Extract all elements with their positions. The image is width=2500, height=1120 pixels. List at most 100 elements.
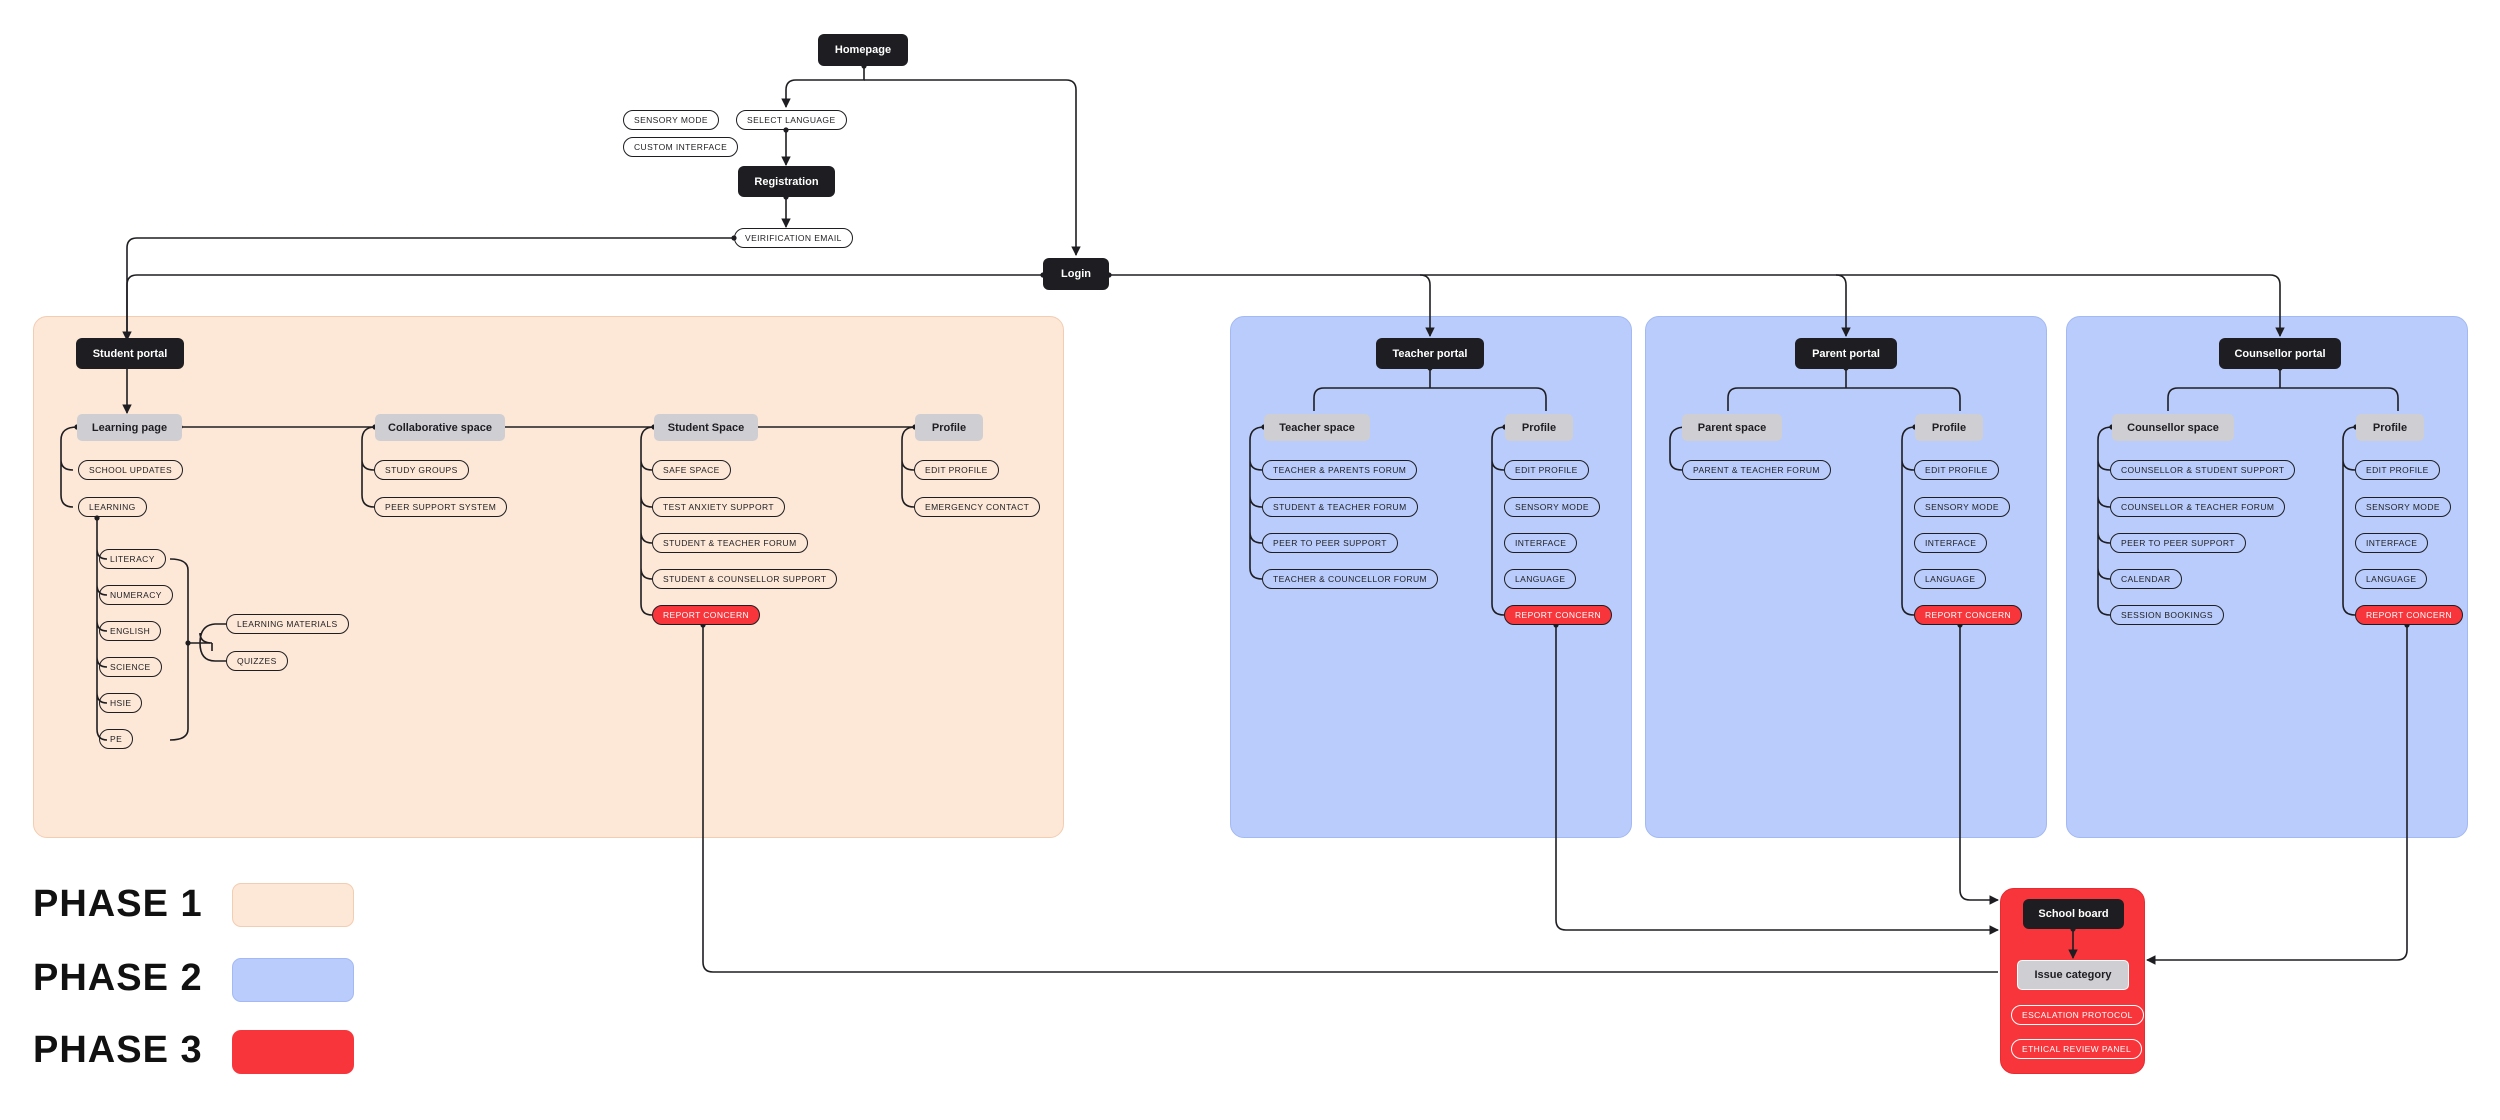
sensory-mode-option[interactable]: SENSORY MODE — [623, 110, 719, 130]
counsellor-region — [2066, 316, 2468, 838]
teacher-peer-support[interactable]: PEER TO PEER SUPPORT — [1262, 533, 1398, 553]
quizzes-item[interactable]: QUIZZES — [226, 651, 288, 671]
issue-category-node[interactable]: Issue category — [2017, 960, 2129, 990]
link-parent-report-board — [1959, 625, 1999, 905]
link-verification-student — [122, 237, 734, 341]
subject-literacy[interactable]: LITERACY — [99, 549, 166, 569]
parent-portal-node[interactable]: Parent portal — [1795, 338, 1897, 369]
subject-english[interactable]: ENGLISH — [99, 621, 162, 641]
parent-interface[interactable]: INTERFACE — [1914, 533, 1988, 553]
link-collab-items — [361, 426, 376, 508]
counsellor-teacher-forum[interactable]: COUNSELLOR & TEACHER FORUM — [2110, 497, 2286, 517]
counsellor-portal-node[interactable]: Counsellor portal — [2219, 338, 2341, 369]
learning-materials-item[interactable]: LEARNING MATERIALS — [226, 614, 349, 634]
verification-email-step[interactable]: VEIRIFICATION EMAIL — [734, 228, 853, 248]
teacher-profile-node[interactable]: Profile — [1505, 414, 1573, 441]
school-board-node[interactable]: School board — [2023, 899, 2124, 929]
parent-space-node[interactable]: Parent space — [1682, 414, 1782, 441]
teacher-sensory-mode[interactable]: SENSORY MODE — [1504, 497, 1600, 517]
link-login-portals — [1109, 274, 2285, 337]
legend-phase-1-label: PHASE 1 — [33, 883, 203, 925]
student-teacher-forum[interactable]: STUDENT & TEACHER FORUM — [1262, 497, 1418, 517]
parent-sensory-mode[interactable]: SENSORY MODE — [1914, 497, 2010, 517]
counsellor-profile-node[interactable]: Profile — [2356, 414, 2424, 441]
subject-hsie[interactable]: HSIE — [99, 693, 143, 713]
link-profile-items — [901, 426, 916, 508]
peer-support-item[interactable]: PEER SUPPORT SYSTEM — [374, 497, 508, 517]
student-profile-node[interactable]: Profile — [915, 414, 983, 441]
parent-profile-node[interactable]: Profile — [1915, 414, 1983, 441]
homepage-node[interactable]: Homepage — [818, 34, 908, 66]
teacher-interface[interactable]: INTERFACE — [1504, 533, 1578, 553]
counsellor-peer-support[interactable]: PEER TO PEER SUPPORT — [2110, 533, 2246, 553]
parent-language[interactable]: LANGUAGE — [1914, 569, 1987, 589]
link-learning-items — [60, 426, 78, 508]
legend-phase-3-label: PHASE 3 — [33, 1029, 203, 1071]
link-login-parent — [1835, 274, 1851, 337]
student-space-node[interactable]: Student Space — [654, 414, 758, 441]
counsellor-report-concern[interactable]: REPORT CONCERN — [2355, 605, 2464, 625]
subject-science[interactable]: SCIENCE — [99, 657, 162, 677]
parent-edit-profile[interactable]: EDIT PROFILE — [1914, 460, 1999, 480]
teacher-parents-forum[interactable]: TEACHER & PARENTS FORUM — [1262, 460, 1418, 480]
teacher-edit-profile[interactable]: EDIT PROFILE — [1504, 460, 1589, 480]
phase-1-region — [33, 316, 1064, 838]
link-parent-split — [1727, 368, 1961, 411]
emergency-contact-item[interactable]: EMERGENCY CONTACT — [914, 497, 1041, 517]
student-report-concern[interactable]: REPORT CONCERN — [652, 605, 761, 625]
custom-interface-option[interactable]: CUSTOM INTERFACE — [623, 137, 739, 157]
subject-pe[interactable]: PE — [99, 729, 134, 749]
parent-report-concern[interactable]: REPORT CONCERN — [1914, 605, 2023, 625]
legend-phase-3-swatch — [232, 1030, 354, 1074]
legend-phase-2-swatch — [232, 958, 354, 1002]
ethical-review-panel-item[interactable]: ETHICAL REVIEW PANEL — [2011, 1039, 2143, 1059]
counsellor-space-node[interactable]: Counsellor space — [2112, 414, 2234, 441]
student-counsellor-item[interactable]: STUDENT & COUNSELLOR SUPPORT — [652, 569, 838, 589]
login-node[interactable]: Login — [1043, 258, 1109, 290]
learning-item[interactable]: LEARNING — [78, 497, 147, 517]
link-counsellor-space-items — [2097, 426, 2113, 616]
teacher-language[interactable]: LANGUAGE — [1504, 569, 1577, 589]
select-language-option[interactable]: SELECT LANGUAGE — [736, 110, 847, 130]
test-anxiety-item[interactable]: TEST ANXIETY SUPPORT — [652, 497, 785, 517]
safe-space-item[interactable]: SAFE SPACE — [652, 460, 731, 480]
link-counsellor-report-board — [2146, 625, 2408, 965]
counsellor-calendar[interactable]: CALENDAR — [2110, 569, 2182, 589]
link-homepage-login — [864, 79, 1081, 256]
link-teacher-space-items — [1249, 426, 1265, 580]
registration-node[interactable]: Registration — [738, 166, 835, 197]
teacher-space-node[interactable]: Teacher space — [1264, 414, 1370, 441]
parent-teacher-forum[interactable]: PARENT & TEACHER FORUM — [1682, 460, 1831, 480]
student-edit-profile[interactable]: EDIT PROFILE — [914, 460, 999, 480]
school-updates-item[interactable]: SCHOOL UPDATES — [78, 460, 184, 480]
legend-phase-2-label: PHASE 2 — [33, 957, 203, 999]
link-parent-space-items — [1669, 426, 1687, 471]
link-teacher-profile-items — [1491, 426, 1506, 616]
student-portal-node[interactable]: Student portal — [76, 338, 184, 369]
link-parent-profile-items — [1901, 426, 1916, 616]
link-counsellor-profile-items — [2342, 426, 2357, 616]
link-homepage-language — [781, 66, 865, 108]
counsellor-interface[interactable]: INTERFACE — [2355, 533, 2429, 553]
counsellor-language[interactable]: LANGUAGE — [2355, 569, 2428, 589]
legend-phase-1-swatch — [232, 883, 354, 927]
counsellor-sensory-mode[interactable]: SENSORY MODE — [2355, 497, 2451, 517]
teacher-portal-node[interactable]: Teacher portal — [1376, 338, 1484, 369]
link-subjects-resources — [199, 623, 226, 662]
escalation-protocol-item[interactable]: ESCALATION PROTOCOL — [2011, 1005, 2144, 1025]
subject-numeracy[interactable]: NUMERACY — [99, 585, 173, 605]
counsellor-session-bookings[interactable]: SESSION BOOKINGS — [2110, 605, 2224, 625]
study-groups-item[interactable]: STUDY GROUPS — [374, 460, 469, 480]
link-student-report-board — [702, 625, 1998, 973]
link-login-teacher — [1419, 274, 1435, 337]
link-login-student — [126, 274, 1043, 340]
counsellor-student-support[interactable]: COUNSELLOR & STUDENT SUPPORT — [2110, 460, 2296, 480]
collaborative-space-node[interactable]: Collaborative space — [375, 414, 505, 441]
student-teacher-forum-item[interactable]: STUDENT & TEACHER FORUM — [652, 533, 808, 553]
teacher-report-concern[interactable]: REPORT CONCERN — [1504, 605, 1613, 625]
counsellor-edit-profile[interactable]: EDIT PROFILE — [2355, 460, 2440, 480]
teacher-counsellor-forum[interactable]: TEACHER & COUNCELLOR FORUM — [1262, 569, 1438, 589]
learning-page-node[interactable]: Learning page — [77, 414, 182, 441]
link-teacher-split — [1313, 368, 1547, 411]
